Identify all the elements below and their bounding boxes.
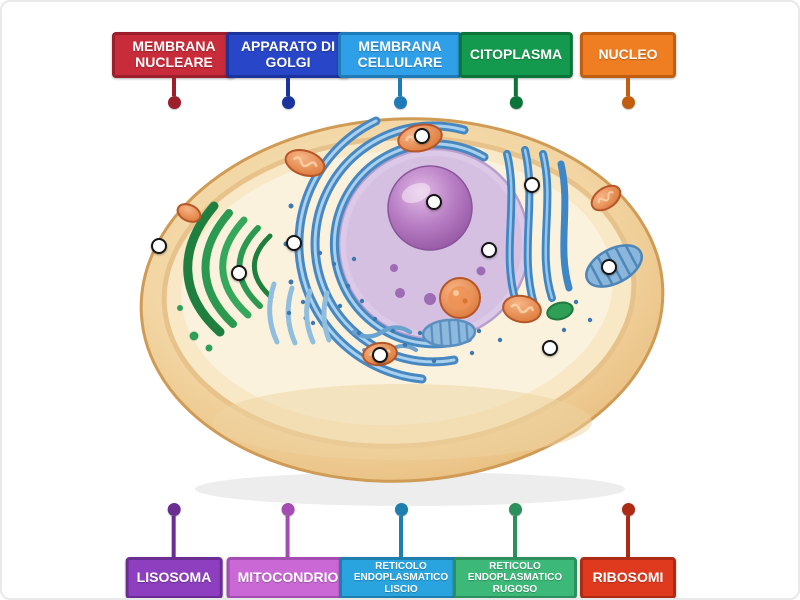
label-group-citoplasma: CITOPLASMA: [458, 32, 574, 109]
pin-stem: [514, 78, 518, 96]
label-group-membrana-nucleare: MEMBRANA NUCLEARE: [112, 32, 236, 109]
pin-stem: [399, 516, 403, 557]
pin-ball-icon: [281, 503, 295, 516]
label-group-reticolo-endoplasmatico-rugoso: RETICOLO ENDOPLASMATICO RUGOSO: [453, 503, 577, 598]
drop-target-9[interactable]: [542, 340, 558, 356]
label-group-ribosomi: RIBOSOMI: [580, 503, 676, 598]
pin-ball-icon: [394, 503, 408, 516]
drop-target-4[interactable]: [286, 235, 302, 251]
label-chip-reticolo-endoplasmatico-liscio[interactable]: RETICOLO ENDOPLASMATICO LISCIO: [339, 557, 463, 598]
label-chip-lisosoma[interactable]: LISOSOMA: [125, 557, 223, 598]
pin-ball-icon: [508, 503, 522, 516]
label-group-reticolo-endoplasmatico-liscio: RETICOLO ENDOPLASMATICO LISCIO: [339, 503, 463, 598]
pin-ball-icon: [509, 96, 523, 109]
pin-stem: [171, 516, 176, 557]
label-chip-membrana-nucleare[interactable]: MEMBRANA NUCLEARE: [112, 32, 236, 78]
label-chip-reticolo-endoplasmatico-rugoso[interactable]: RETICOLO ENDOPLASMATICO RUGOSO: [453, 557, 577, 598]
label-group-apparato-di-golgi: APPARATO DI GOLGI: [226, 32, 350, 109]
pin-stem: [513, 516, 517, 557]
label-chip-citoplasma[interactable]: CITOPLASMA: [458, 32, 574, 78]
label-chip-ribosomi[interactable]: RIBOSOMI: [580, 557, 676, 598]
pin-ball-icon: [393, 96, 407, 109]
label-group-nucleo: NUCLEO: [580, 32, 676, 109]
pin-stem: [286, 78, 290, 96]
label-group-lisosoma: LISOSOMA: [125, 503, 223, 598]
pin-ball-icon: [621, 503, 635, 516]
label-chip-apparato-di-golgi[interactable]: APPARATO DI GOLGI: [226, 32, 350, 78]
label-group-membrana-cellulare: MEMBRANA CELLULARE: [338, 32, 462, 109]
pin-ball-icon: [621, 96, 635, 109]
drop-target-6[interactable]: [231, 265, 247, 281]
label-chip-mitocondrio[interactable]: MITOCONDRIO: [226, 557, 350, 598]
drop-target-5[interactable]: [151, 238, 167, 254]
pin-stem: [626, 516, 630, 557]
drop-target-1[interactable]: [414, 128, 430, 144]
drop-target-2[interactable]: [524, 177, 540, 193]
pin-ball-icon: [281, 96, 295, 109]
pin-stem: [172, 78, 176, 96]
pin-ball-icon: [167, 96, 181, 109]
label-chip-nucleo[interactable]: NUCLEO: [580, 32, 676, 78]
label-chip-membrana-cellulare[interactable]: MEMBRANA CELLULARE: [338, 32, 462, 78]
drop-target-10[interactable]: [372, 347, 388, 363]
drop-target-3[interactable]: [426, 194, 442, 210]
pin-stem: [398, 78, 402, 96]
pin-ball-icon: [167, 503, 181, 516]
label-group-mitocondrio: MITOCONDRIO: [226, 503, 350, 598]
drop-target-7[interactable]: [481, 242, 497, 258]
pin-stem: [285, 516, 290, 557]
pin-stem: [626, 78, 630, 96]
drop-target-8[interactable]: [601, 259, 617, 275]
